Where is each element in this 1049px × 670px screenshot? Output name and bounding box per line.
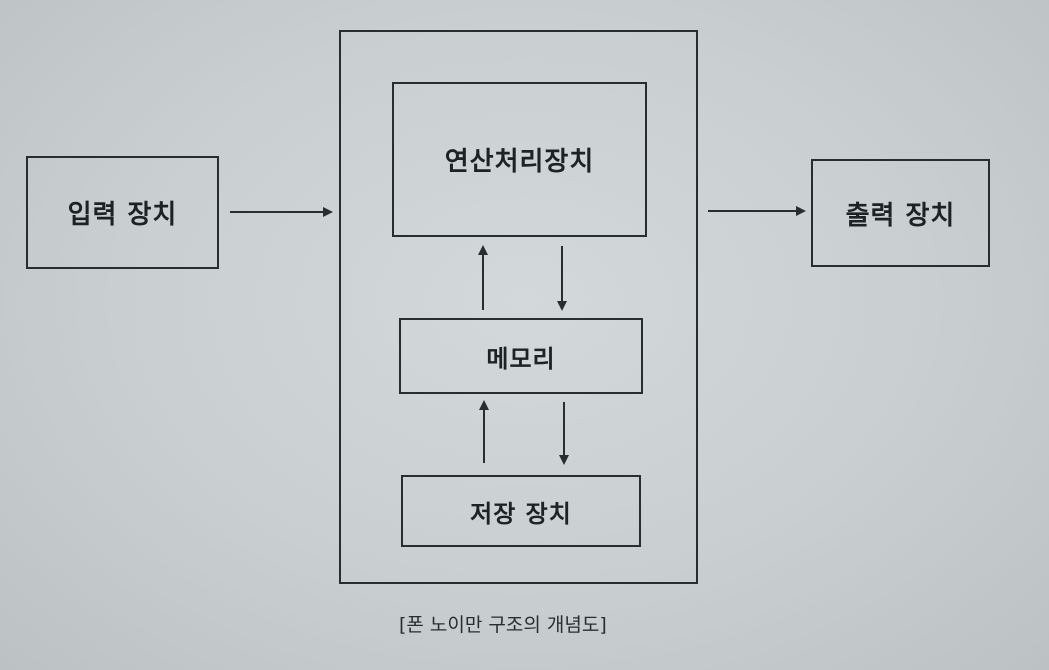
alu-box: 연산처리장치 — [392, 82, 647, 237]
diagram-caption: [폰 노이만 구조의 개념도] — [399, 614, 607, 636]
storage-device-box: 저장 장치 — [401, 475, 641, 547]
processing-unit-container — [339, 30, 698, 584]
memory-box: 메모리 — [399, 318, 643, 394]
memory-label: 메모리 — [486, 344, 556, 373]
output-device-label: 출력 장치 — [845, 200, 956, 231]
input-device-label: 입력 장치 — [67, 200, 178, 230]
input-device-box: 입력 장치 — [26, 156, 219, 269]
alu-label: 연산처리장치 — [444, 147, 595, 177]
output-device-box: 출력 장치 — [811, 159, 990, 267]
storage-device-label: 저장 장치 — [470, 499, 572, 528]
